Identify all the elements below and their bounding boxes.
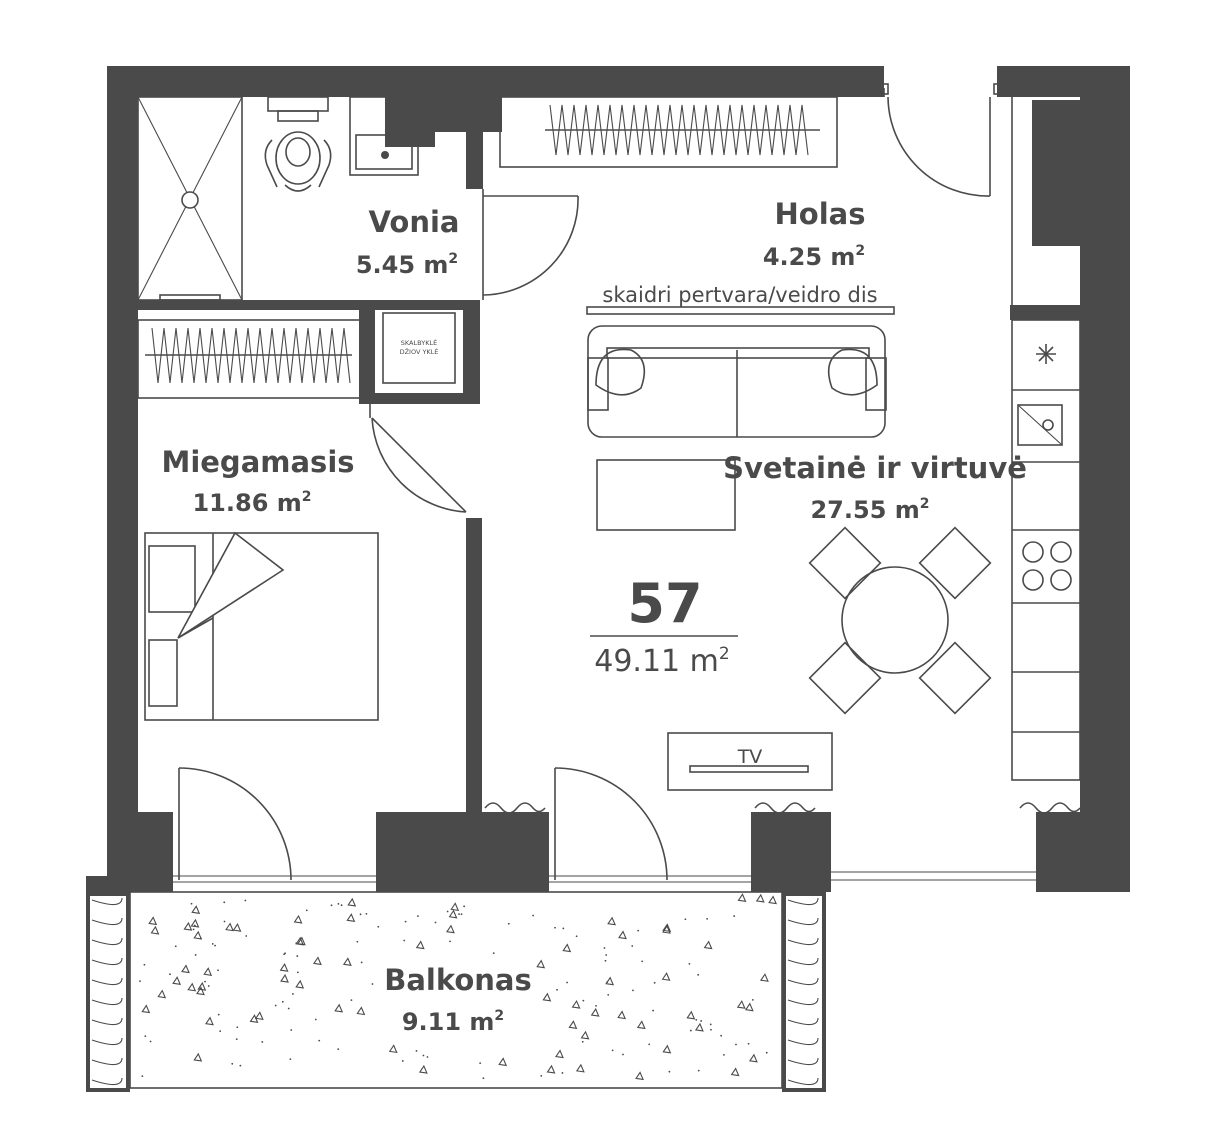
coffee-table <box>596 459 736 531</box>
living-name: Svetainė ir virtuvė <box>723 451 1027 485</box>
bed <box>144 531 379 721</box>
bathroom-name: Vonia <box>369 205 460 239</box>
tv-label: TV <box>737 746 763 768</box>
entrance-door <box>881 83 1001 197</box>
living-area: 27.55 m2 <box>810 496 929 524</box>
hall-name: Holas <box>775 197 866 231</box>
balcony-name: Balkonas <box>384 963 532 997</box>
kitchen-sink <box>1017 404 1063 446</box>
balcony-floor-texture <box>139 893 777 1081</box>
cooktop <box>1022 541 1072 591</box>
dining-set <box>808 526 992 715</box>
washer-label-2: DŽIOV YKLĖ <box>400 347 439 356</box>
partition-note: skaidri pertvara/veidro dis <box>602 283 877 307</box>
washer-label-1: SKALBYKLĖ <box>401 338 437 347</box>
kitchen-counter <box>1011 97 1081 781</box>
sink <box>349 96 419 176</box>
bedroom-name: Miegamasis <box>161 445 354 479</box>
bathroom-door <box>482 189 579 300</box>
hall-area: 4.25 m2 <box>763 243 865 271</box>
curtains <box>484 802 1081 814</box>
balcony <box>86 876 826 1092</box>
hall-wardrobe <box>499 96 838 168</box>
interior-walls <box>138 300 482 818</box>
toilet <box>264 96 332 192</box>
glass-partition <box>586 306 895 315</box>
living-door <box>554 767 668 881</box>
balcony-area: 9.11 m2 <box>402 1008 504 1036</box>
apartment-number: 57 <box>627 572 702 635</box>
bedroom-door <box>369 404 467 513</box>
bedroom-balcony-door <box>178 767 292 881</box>
bedroom-wardrobe <box>137 319 361 399</box>
bathroom-area: 5.45 m2 <box>356 251 458 279</box>
bedroom-area: 11.86 m2 <box>192 489 311 517</box>
sofa <box>587 325 887 438</box>
fan-icon <box>1036 344 1056 364</box>
apartment-total-area: 49.11 m2 <box>594 644 729 679</box>
shower <box>137 96 243 301</box>
tv-unit: TV <box>667 732 833 791</box>
balcony-sill <box>173 871 1036 883</box>
washer: SKALBYKLĖ DŽIOV YKLĖ <box>382 312 456 384</box>
